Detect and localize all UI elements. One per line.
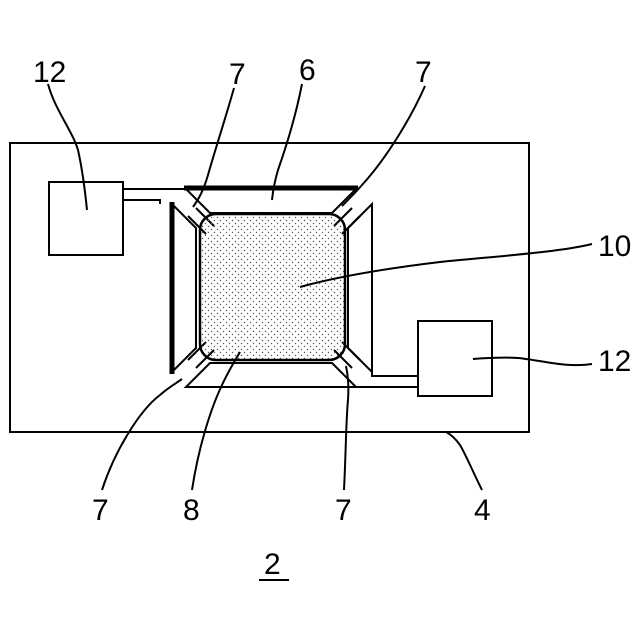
label-membrane: 10 [598,230,631,263]
wire-top [123,182,186,189]
label-electrode-top: 6 [299,54,316,87]
leader-arm-bottom-right [344,366,348,490]
label-arm-top-right: 7 [415,56,432,89]
label-substrate: 4 [474,494,491,527]
wire-left [123,200,160,204]
label-arm-bottom-right: 7 [335,494,352,527]
membrane-square [200,214,345,360]
label-arm-bottom-left: 7 [92,494,109,527]
figure-number: 2 [264,548,281,581]
leader-arm-bottom-left [102,379,182,490]
arm-bottom [186,363,356,387]
label-pad-right: 12 [598,345,631,378]
label-diaphragm: 8 [183,494,200,527]
label-arm-top-left: 7 [229,58,246,91]
arm-top [186,189,356,213]
label-pad-left: 12 [33,56,66,89]
leader-pad-right [473,358,592,366]
arm-right [348,204,372,372]
leader-pad-left [48,84,87,210]
leader-substrate [446,432,482,490]
arm-left [172,204,196,372]
wire-right-top [372,372,418,376]
